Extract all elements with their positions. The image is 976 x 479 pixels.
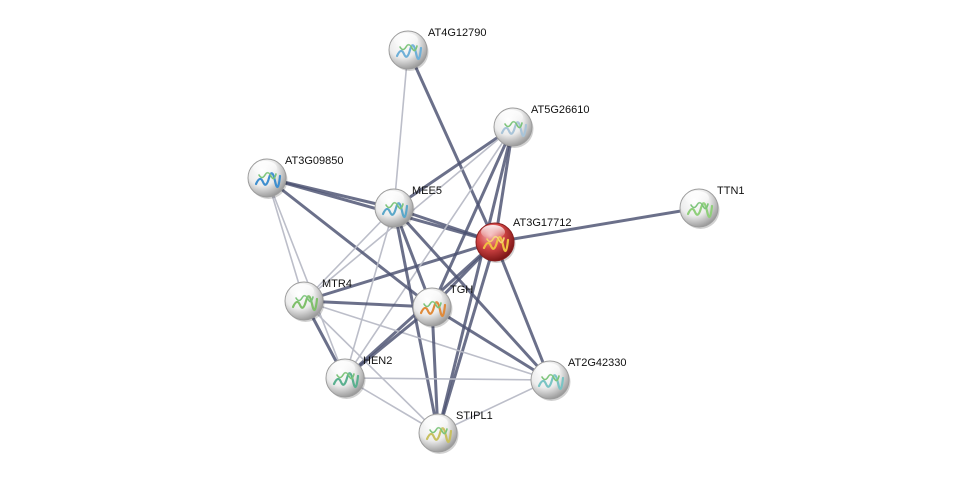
node-label-mee5: MEE5 [412, 185, 442, 197]
protein-structure-icon [395, 44, 423, 60]
node-highlight [331, 361, 355, 375]
edge-tgh-stipl1 [430, 305, 440, 435]
node-highlight [424, 416, 448, 430]
protein-structure-icon [291, 295, 319, 311]
node-highlight [253, 161, 277, 175]
node-highlight [290, 284, 314, 298]
node-label-at3g09850: AT3G09850 [285, 155, 344, 167]
edge-at5g26610-hen2 [344, 126, 514, 379]
edge-at3g09850-mtr4 [266, 177, 305, 302]
protein-structure-icon [332, 372, 360, 388]
edge-at3g17712-mtr4 [302, 240, 497, 303]
node-label-stipl1: STIPL1 [456, 410, 493, 422]
nodes-layer: AT4G12790AT5G26610AT3G09850MEE5AT3G17712… [247, 27, 745, 454]
node-highlight [380, 191, 404, 205]
edge-at3g17712-stipl1 [436, 240, 497, 435]
edge-at5g26610-tgh [430, 125, 515, 309]
protein-structure-icon [500, 121, 528, 137]
edge-at3g17712-at4g12790 [406, 48, 497, 244]
node-at4g12790[interactable]: AT4G12790 [388, 27, 487, 71]
node-stipl1[interactable]: STIPL1 [418, 410, 493, 454]
node-highlight [499, 110, 523, 124]
protein-structure-icon [686, 202, 714, 218]
node-label-tgh: TGH [450, 284, 473, 296]
node-highlight [536, 363, 560, 377]
node-ttn1[interactable]: TTN1 [679, 185, 745, 229]
node-at3g17712[interactable]: AT3G17712 [475, 217, 572, 263]
edge-mtr4-stipl1 [303, 300, 439, 434]
node-label-at3g17712: AT3G17712 [513, 217, 572, 229]
protein-structure-icon [537, 374, 565, 390]
edge-at5g26610-mee5 [392, 125, 515, 210]
node-mtr4[interactable]: MTR4 [284, 278, 352, 322]
edge-mtr4-at2g42330 [303, 300, 551, 381]
node-label-ttn1: TTN1 [717, 185, 745, 197]
edge-mtr4-tgh [302, 299, 434, 309]
node-at3g09850[interactable]: AT3G09850 [247, 155, 344, 199]
node-highlight [418, 290, 442, 304]
edge-at4g12790-mee5 [393, 49, 409, 209]
edge-mee5-at2g42330 [392, 206, 552, 382]
edge-at5g26610-stipl1 [436, 125, 515, 435]
edge-tgh-at2g42330 [430, 305, 552, 382]
node-label-at4g12790: AT4G12790 [428, 27, 487, 39]
edge-stipl1-at2g42330 [437, 379, 551, 434]
node-highlight [394, 33, 418, 47]
node-mee5[interactable]: MEE5 [374, 185, 442, 229]
node-label-at5g26610: AT5G26610 [531, 104, 590, 116]
edge-mee5-mtr4 [303, 207, 395, 302]
node-label-at2g42330: AT2G42330 [568, 357, 627, 369]
node-label-hen2: HEN2 [363, 355, 392, 367]
edge-at3g17712-ttn1 [493, 206, 701, 244]
protein-structure-icon [482, 236, 510, 252]
edge-hen2-at2g42330 [344, 377, 551, 381]
node-at2g42330[interactable]: AT2G42330 [530, 357, 627, 401]
node-tgh[interactable]: TGH [412, 284, 473, 328]
node-highlight [481, 225, 505, 239]
protein-structure-icon [254, 172, 282, 188]
node-at5g26610[interactable]: AT5G26610 [493, 104, 590, 148]
node-label-mtr4: MTR4 [322, 278, 352, 290]
edge-at3g09850-mee5 [265, 176, 396, 210]
edge-at3g09850-hen2 [266, 177, 346, 379]
edge-at3g09850-tgh [265, 176, 434, 309]
protein-structure-icon [419, 301, 447, 317]
node-highlight [685, 191, 709, 205]
protein-structure-icon [381, 202, 409, 218]
edge-at3g17712-at2g42330 [493, 240, 552, 382]
protein-structure-icon [425, 427, 453, 443]
node-hen2[interactable]: HEN2 [325, 355, 392, 399]
